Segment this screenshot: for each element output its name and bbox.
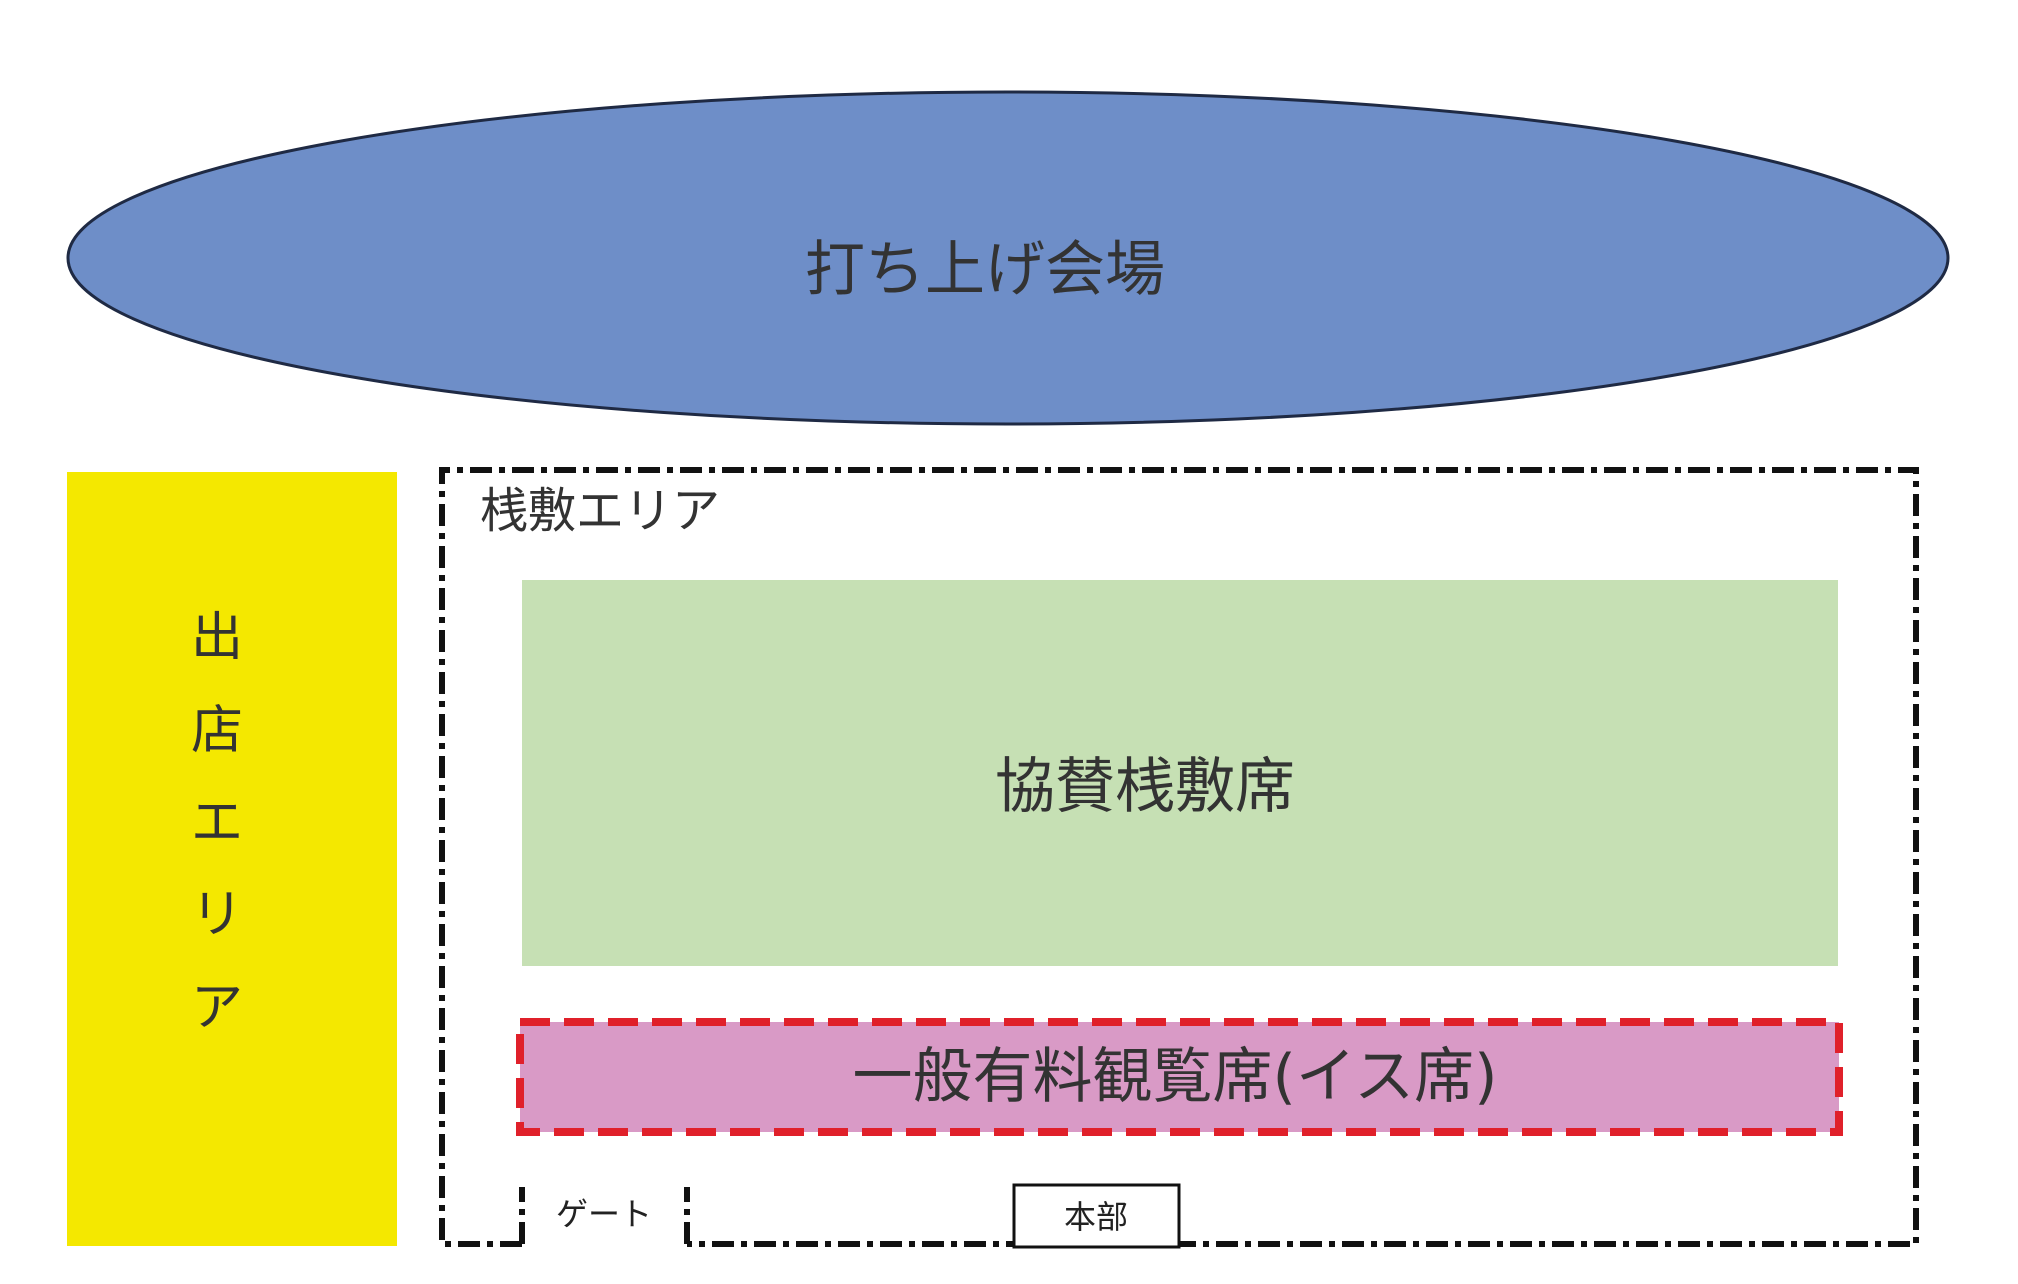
sponsor-seats-label: 協賛桟敷席 bbox=[995, 752, 1295, 822]
vendor-area-block bbox=[67, 472, 397, 1246]
general-seats: 一般有料観覧席(イス席) bbox=[516, 1018, 1843, 1136]
vendor-area-char-4: リ bbox=[191, 885, 243, 945]
sponsor-seats-block bbox=[522, 580, 1838, 966]
vendor-area: 出 店 エ リ ア bbox=[67, 472, 397, 1246]
launch-site-ellipse bbox=[66, 90, 1950, 426]
vendor-area-char-5: ア bbox=[191, 978, 243, 1038]
sajiki-area-label: 桟敷エリア bbox=[480, 483, 720, 539]
vendor-area-char-2: 店 bbox=[191, 701, 243, 761]
headquarters: 本部 bbox=[1012, 1183, 1181, 1249]
general-seats-label: 一般有料観覧席(イス席) bbox=[852, 1042, 1497, 1112]
vendor-area-char-1: 出 bbox=[191, 608, 243, 668]
headquarters-box bbox=[1012, 1183, 1181, 1249]
launch-site-label: 打ち上げ会場 bbox=[805, 235, 1165, 305]
sajiki-area-border bbox=[439, 467, 1919, 1247]
vendor-area-char-3: エ bbox=[191, 793, 243, 853]
general-seats-block bbox=[516, 1018, 1843, 1136]
gate: ゲート bbox=[556, 1195, 652, 1233]
headquarters-label: 本部 bbox=[1064, 1198, 1128, 1236]
launch-site: 打ち上げ会場 bbox=[66, 90, 1950, 426]
gate-label: ゲート bbox=[556, 1195, 652, 1233]
sponsor-seats: 協賛桟敷席 bbox=[522, 580, 1838, 966]
sajiki-area: 桟敷エリア bbox=[439, 467, 1919, 1247]
